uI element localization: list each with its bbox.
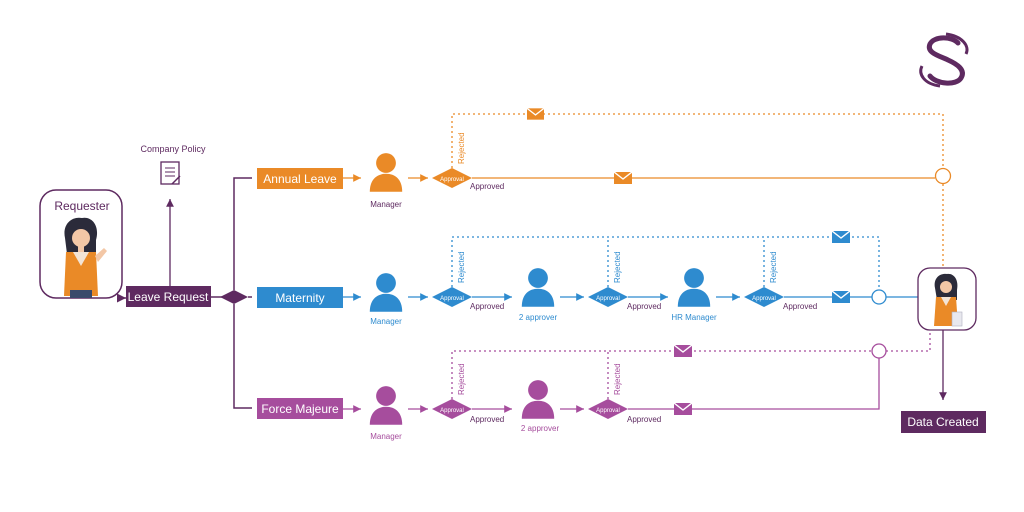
force-rejected-label-2: Rejected — [613, 363, 622, 395]
force-approved-label-1: Approved — [470, 415, 504, 424]
maternity-approver2-label: 2 approver — [519, 313, 558, 322]
mail-icon — [674, 345, 692, 357]
branch-connector-annual — [233, 177, 252, 290]
maternity-approval-label-1: Approval — [440, 296, 464, 302]
person-icon — [521, 268, 555, 307]
maternity-approved-label-3: Approved — [783, 302, 817, 311]
mail-icon — [614, 172, 632, 184]
force-rejected-label-1: Rejected — [457, 363, 466, 395]
force-majeure-box — [257, 398, 343, 419]
person-icon — [369, 273, 403, 312]
maternity-approved-label-1: Approved — [470, 302, 504, 311]
annual-leave-box — [257, 168, 343, 189]
company-policy-label: Company Policy — [140, 144, 206, 154]
annual-manager-label: Manager — [370, 200, 402, 209]
maternity-rejected-label-3: Rejected — [769, 251, 778, 283]
maternity-approval-label-2: Approval — [596, 296, 620, 302]
maternity-end-circle — [871, 289, 887, 305]
leave-request-box — [126, 286, 211, 307]
maternity-rejected-label-1: Rejected — [457, 251, 466, 283]
force-end-circle — [871, 343, 887, 359]
maternity-approval-label-3: Approval — [752, 296, 776, 302]
person-icon — [521, 380, 555, 419]
annual-rejected-label: Rejected — [457, 132, 466, 164]
annual-approved-label: Approved — [470, 182, 504, 191]
force-end-connector — [886, 330, 931, 352]
data-created-label: Data Created — [907, 415, 978, 429]
maternity-hr-manager-label: HR Manager — [671, 313, 717, 322]
requester-avatar — [64, 217, 107, 298]
annual-approval-gateway — [432, 168, 472, 188]
requester-label: Requester — [54, 199, 109, 213]
data-created-box — [901, 411, 986, 433]
force-approved-label-2: Approved — [627, 415, 661, 424]
force-main-line — [628, 358, 880, 410]
mail-icon — [832, 231, 850, 243]
force-approval-gateway-2 — [588, 399, 628, 419]
mail-icon — [674, 403, 692, 415]
annual-leave-label: Annual Leave — [263, 172, 337, 186]
force-majeure-label: Force Majeure — [261, 402, 339, 416]
logo-icon — [919, 32, 969, 88]
maternity-manager-label: Manager — [370, 317, 402, 326]
person-icon — [369, 386, 403, 425]
maternity-rejected-label-2: Rejected — [613, 251, 622, 283]
maternity-label: Maternity — [275, 291, 324, 305]
force-rejected-path — [451, 350, 872, 399]
maternity-approval-gateway-3 — [744, 287, 784, 307]
requester-card: Requester — [39, 189, 123, 299]
maternity-approval-gateway-1 — [432, 287, 472, 307]
branch-connector-force — [233, 304, 252, 409]
split-gateway — [220, 290, 248, 304]
maternity-approved-label-2: Approved — [627, 302, 661, 311]
force-approval-gateway-1 — [432, 399, 472, 419]
annual-approval-label: Approval — [440, 177, 464, 183]
mail-icon — [832, 291, 850, 303]
maternity-rejected-path — [451, 236, 880, 290]
maternity-approval-gateway-2 — [588, 287, 628, 307]
force-approval-label-2: Approval — [596, 408, 620, 414]
maternity-box — [257, 287, 343, 308]
force-approver2-label: 2 approver — [521, 424, 560, 433]
person-icon — [369, 153, 403, 192]
document-icon — [160, 161, 181, 185]
mail-icon — [527, 108, 544, 120]
person-icon — [677, 268, 711, 307]
force-manager-label: Manager — [370, 432, 402, 441]
annual-rejected-path — [451, 113, 944, 168]
annual-end-circle — [934, 167, 952, 185]
force-approval-label-1: Approval — [440, 408, 464, 414]
leave-request-label: Leave Request — [128, 290, 209, 304]
requester-result-card — [917, 267, 977, 331]
